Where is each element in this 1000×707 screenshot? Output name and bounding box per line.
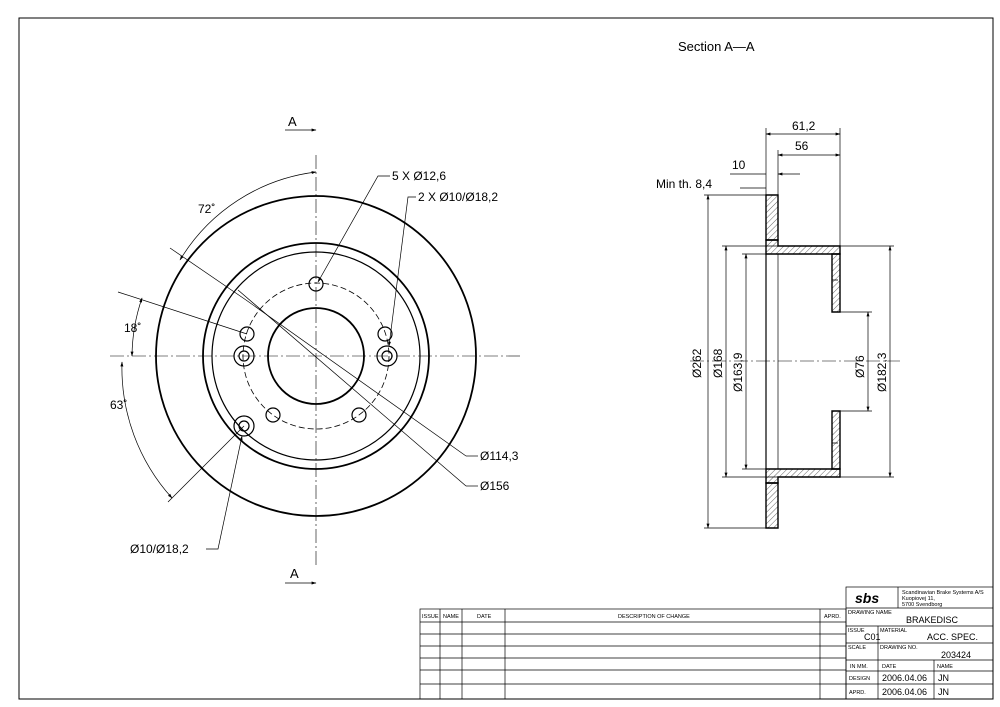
angle-arc-18	[130, 297, 143, 357]
aprd-name: JN	[938, 687, 949, 697]
pin-hole-outer	[376, 345, 398, 367]
pin-hole-inner	[381, 350, 393, 362]
material-label: MATERIAL	[880, 628, 907, 634]
hat-wall-bottom	[765, 468, 841, 484]
col-name: NAME	[443, 614, 459, 620]
front-view: A A 5 X Ø12,6 2 X Ø10/Ø18,2 72˚ 18˚ 63˚ …	[110, 114, 520, 585]
pin-hole-inner	[238, 420, 250, 432]
pin-hole-note-leader	[206, 435, 243, 550]
friction-ring-top	[765, 194, 779, 241]
center-bore	[267, 307, 365, 405]
bolt-holes-leader	[317, 175, 390, 283]
change-table: ISSUE NAME DATE DESCRIPTION OF CHANGE AP…	[419, 608, 847, 700]
pin-hole-note: Ø10/Ø18,2	[130, 542, 189, 556]
design-date: 2006.04.06	[882, 673, 927, 683]
width-total-label: 61,2	[792, 119, 816, 133]
pin-hole-outer	[233, 415, 255, 437]
pcd-leader	[245, 299, 467, 457]
units-label: IN MM.	[850, 664, 868, 670]
drawing-no-label: DRAWING NO.	[880, 645, 918, 651]
hat-flange-top	[831, 253, 841, 313]
section-view: Section A—A 61,2 56 10 Min th. 8,4 Ø262	[656, 39, 900, 529]
bolt-hole	[308, 276, 324, 292]
design-name: JN	[938, 673, 949, 683]
pin-holes-leader	[388, 196, 416, 347]
bolt-hole	[377, 326, 393, 342]
min-thickness-label: Min th. 8,4	[656, 177, 712, 191]
angle-63-label: 63˚	[110, 398, 127, 412]
hat-wall-top	[765, 239, 841, 255]
thickness-label: 10	[732, 158, 746, 172]
section-marker-bottom: A	[290, 566, 299, 581]
angle-ref-line	[117, 291, 248, 335]
bolt-holes-label: 5 X Ø12,6	[392, 169, 446, 183]
hub-leader	[237, 289, 467, 487]
drawing-name-label: DRAWING NAME	[848, 610, 892, 616]
sbs-logo: sbs	[855, 590, 879, 606]
date-label: DATE	[882, 664, 897, 670]
pcd-label: Ø114,3	[480, 449, 519, 463]
title-block: sbs Scandinavian Brake Systems A/S Kuopi…	[845, 586, 994, 700]
outer-dia-label: Ø262	[690, 348, 704, 378]
name-label: NAME	[937, 664, 953, 670]
section-title: Section A—A	[678, 39, 755, 54]
dia-168-label: Ø168	[711, 348, 725, 378]
center-bore-label: Ø76	[853, 355, 867, 378]
col-description: DESCRIPTION OF CHANGE	[618, 614, 690, 620]
company-line-3: 5700 Svendborg	[902, 602, 942, 608]
company-line-1: Scandinavian Brake Systems A/S	[902, 590, 984, 596]
drawing-no: 203424	[941, 650, 971, 660]
pin-hole-inner	[238, 350, 250, 362]
col-aprd: APRD.	[824, 614, 841, 620]
pin-holes-label: 2 X Ø10/Ø18,2	[418, 190, 498, 204]
issue-value: C01	[864, 632, 881, 642]
angle-18-label: 18˚	[124, 321, 141, 335]
sheet-border	[18, 17, 994, 700]
dia-163-label: Ø163,9	[731, 352, 745, 392]
angle-arc-72	[179, 171, 317, 261]
design-label: DESIGN	[849, 676, 870, 682]
aprd-date: 2006.04.06	[882, 687, 927, 697]
bolt-hole	[265, 407, 281, 423]
angle-ref-line	[169, 247, 247, 301]
bolt-hole	[351, 407, 367, 423]
aprd-label: APRD.	[849, 690, 866, 696]
dia-182-label: Ø182,3	[875, 352, 889, 392]
friction-ring-bottom	[765, 482, 779, 529]
drawing-name: BRAKEDISC	[906, 615, 959, 625]
angle-72-label: 72˚	[198, 202, 215, 216]
bolt-hole	[239, 326, 255, 342]
pcd-circle	[242, 282, 390, 430]
angle-arc-63	[120, 361, 173, 499]
hat-flange-bottom	[831, 410, 841, 470]
col-issue: ISSUE	[422, 614, 439, 620]
hat-depth-label: 56	[795, 139, 809, 153]
section-marker-top: A	[288, 114, 297, 129]
col-date: DATE	[477, 614, 492, 620]
hub-circle-label: Ø156	[480, 479, 510, 493]
material-value: ACC. SPEC.	[927, 632, 978, 642]
scale-label: SCALE	[848, 645, 866, 651]
issue-label: ISSUE	[848, 628, 865, 634]
company-line-2: Kuopiovej 11,	[902, 596, 935, 602]
pin-hole-outer	[233, 345, 255, 367]
angle-ref-line	[167, 425, 245, 503]
